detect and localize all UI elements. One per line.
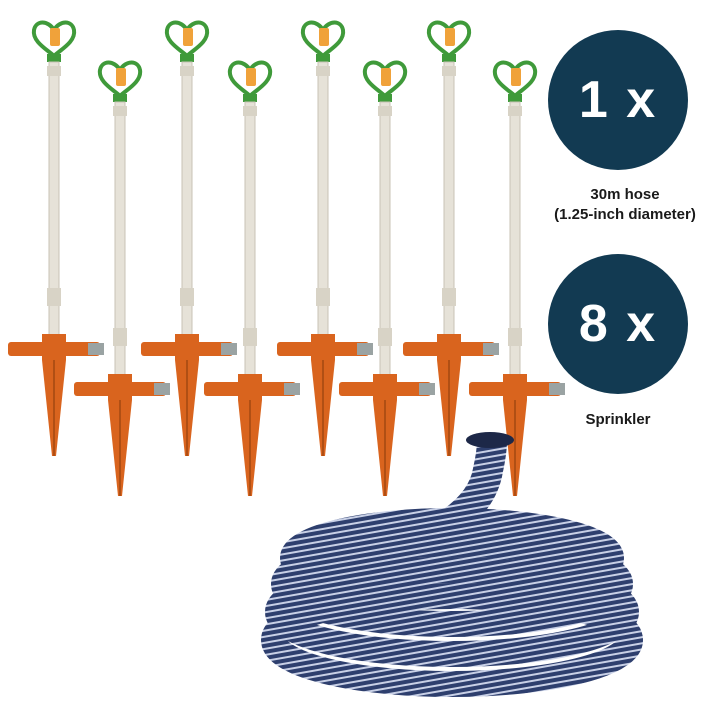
sprinkler-icon	[337, 60, 437, 498]
sprinkler-label-line: Sprinkler	[585, 411, 651, 428]
sprinkler-icon	[467, 60, 567, 498]
hose-label-line: (1.25-inch diameter)	[554, 206, 696, 223]
sprinkler-quantity-badge: 8 x	[548, 254, 688, 394]
hose-quantity-badge: 1 x	[548, 30, 688, 170]
hose-label-line: 30m hose	[590, 186, 660, 203]
sprinkler-icon	[202, 60, 302, 498]
hose-label: 30m hose (1.25-inch diameter)	[540, 185, 710, 225]
sprinkler-icon	[72, 60, 172, 498]
sprinkler-label: Sprinkler	[548, 410, 688, 430]
coiled-hose-icon	[261, 432, 643, 697]
